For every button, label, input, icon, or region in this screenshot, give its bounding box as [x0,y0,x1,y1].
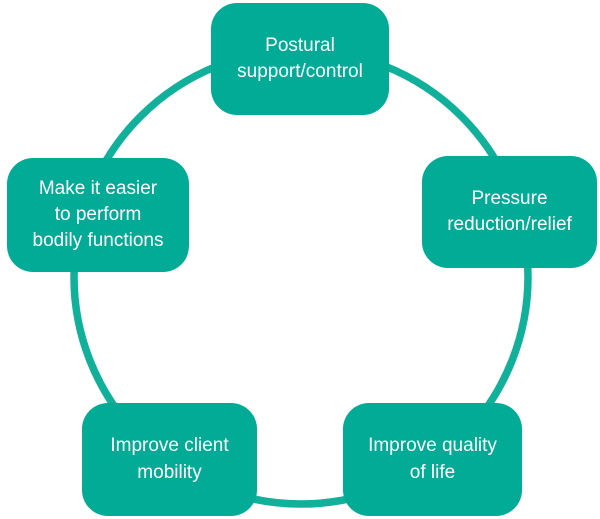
node-label-bodily-functions: Make it easier to perform bodily functio… [32,177,164,252]
cycle-node-postural-support: Postural support/control [211,3,389,115]
node-label-improve-quality-of-life: Improve quality of life [368,435,497,483]
cycle-node-improve-quality-of-life: Improve quality of life [343,403,522,516]
cycle-node-bodily-functions: Make it easier to perform bodily functio… [7,158,189,272]
cycle-node-improve-client-mobility: Improve client mobility [82,403,257,516]
node-label-postural-support: Postural support/control [237,34,363,82]
node-label-pressure-reduction: Pressure reduction/relief [447,187,572,235]
cycle-node-pressure-reduction: Pressure reduction/relief [422,156,597,268]
node-label-improve-client-mobility: Improve client mobility [110,435,229,483]
